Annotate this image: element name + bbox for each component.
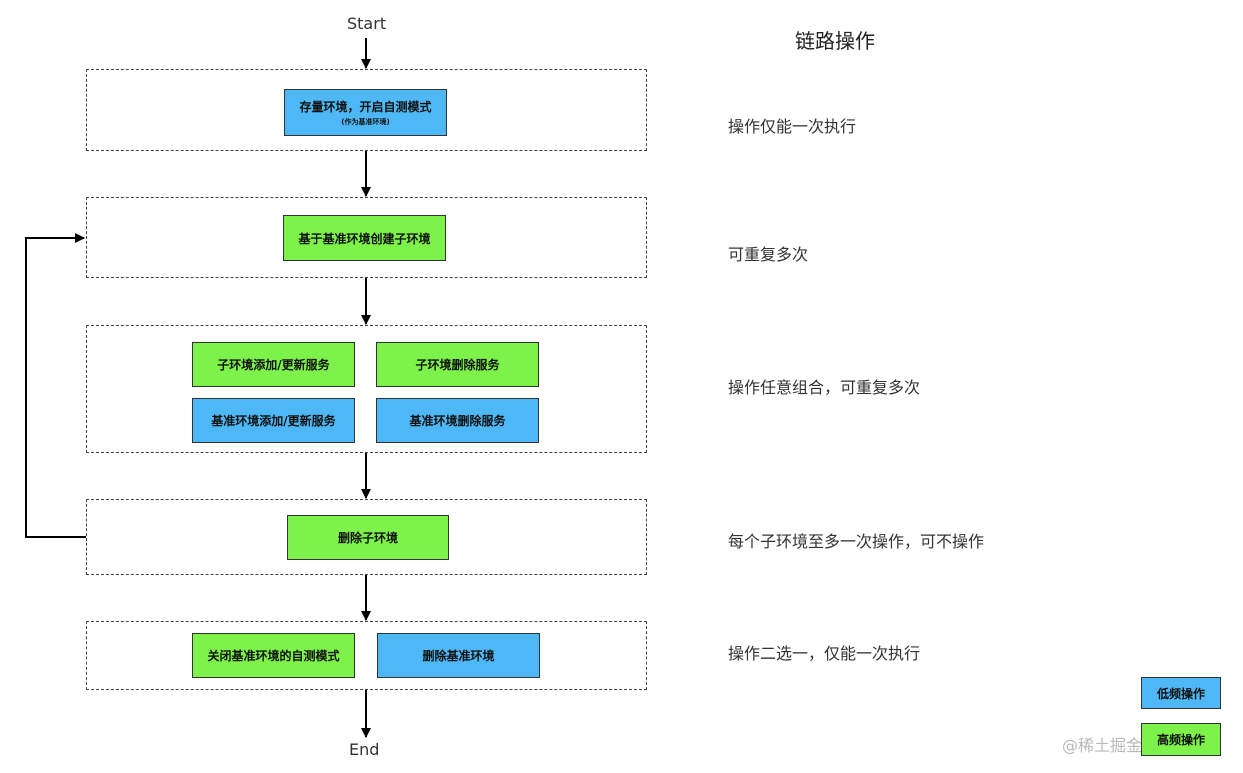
step-1-note: 操作仅能一次执行 — [728, 117, 857, 136]
step-1-group — [86, 69, 647, 151]
step-3-box-sub-delete: 子环境删除服务 — [376, 342, 539, 387]
legend-high-label: 高频操作 — [1156, 733, 1205, 747]
step-4-note: 每个子环境至多一次操作，可不操作 — [728, 532, 985, 551]
start-label: Start — [347, 14, 387, 33]
legend-low-label: 低频操作 — [1156, 686, 1205, 701]
step-1-box-label: 存量环境，开启自测模式 — [299, 100, 432, 114]
step-3-box-1-label: 子环境添加/更新服务 — [217, 358, 330, 372]
loop-back-arrow — [25, 233, 86, 538]
step-5-box-delete-base-env: 删除基准环境 — [377, 633, 540, 678]
step-5-box-close-self-test: 关闭基准环境的自测模式 — [192, 633, 355, 678]
step-3-box-2-label: 子环境删除服务 — [415, 358, 500, 372]
step-2-group — [86, 197, 647, 278]
step-3-box-sub-add-update: 子环境添加/更新服务 — [192, 342, 355, 387]
step-3-note: 操作任意组合，可重复多次 — [728, 378, 921, 397]
end-label: End — [349, 740, 380, 759]
step-1-box-sublabel: (作为基准环境) — [341, 118, 390, 126]
step-3-group — [86, 325, 647, 453]
step-5-group — [86, 621, 647, 690]
step-1-box-create-base-env: 存量环境，开启自测模式 (作为基准环境) — [284, 89, 447, 136]
step-4-box-delete-sub-env: 删除子环境 — [287, 515, 449, 560]
step-3-box-4-label: 基准环境删除服务 — [409, 414, 506, 428]
step-5-note: 操作二选一，仅能一次执行 — [728, 644, 921, 663]
step-5-box-1-label: 关闭基准环境的自测模式 — [207, 649, 340, 663]
legend-low-frequency: 低频操作 — [1141, 677, 1221, 709]
step-3-box-3-label: 基准环境添加/更新服务 — [211, 414, 336, 428]
step-2-box-label: 基于基准环境创建子环境 — [298, 231, 431, 246]
step-4-group — [86, 499, 647, 575]
step-5-box-2-label: 删除基准环境 — [422, 649, 495, 663]
step-3-box-base-add-update: 基准环境添加/更新服务 — [192, 398, 355, 443]
step-2-box-create-sub-env: 基于基准环境创建子环境 — [283, 215, 446, 261]
step-3-box-base-delete: 基准环境删除服务 — [376, 398, 539, 443]
legend-high-frequency: 高频操作 — [1141, 723, 1221, 756]
step-4-box-label: 删除子环境 — [337, 531, 398, 545]
step-2-note: 可重复多次 — [728, 245, 809, 264]
diagram-title: 链路操作 — [795, 29, 875, 53]
